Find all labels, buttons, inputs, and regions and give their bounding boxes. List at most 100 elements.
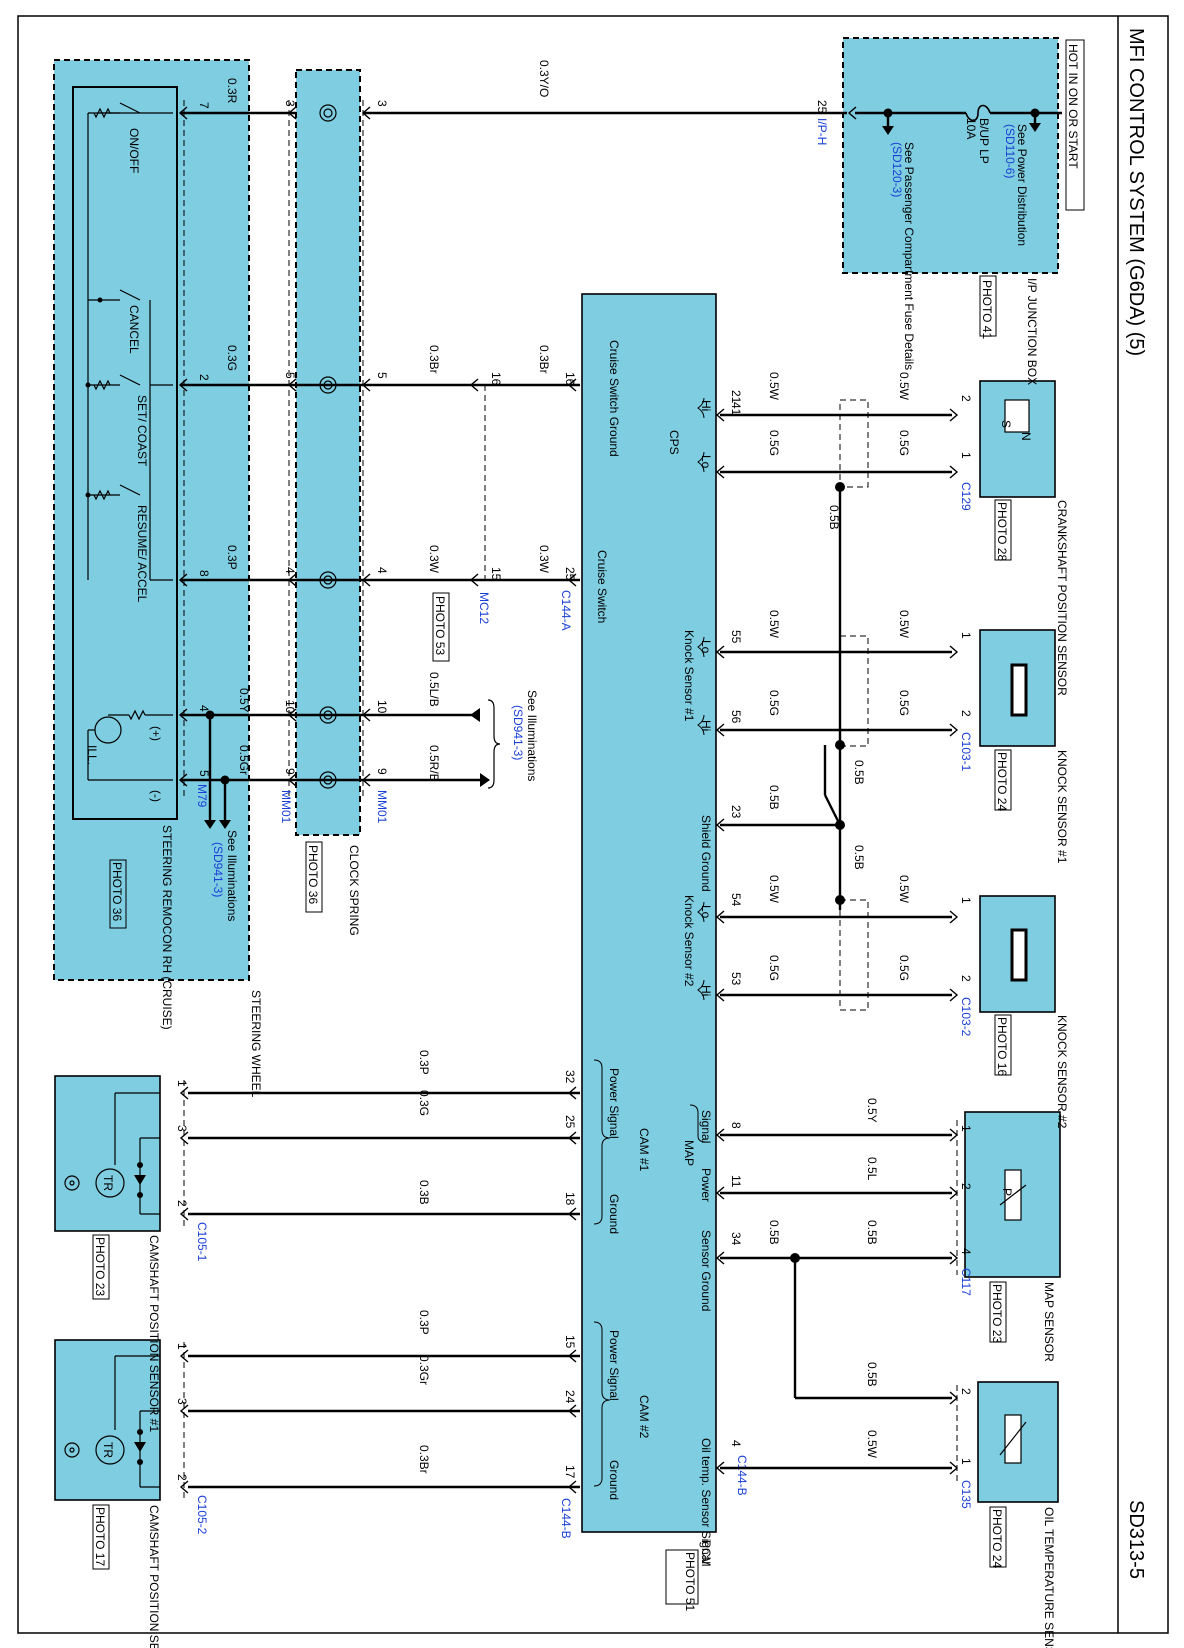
- remocon-switches: [87, 102, 173, 781]
- lbl-ks2-lo-a: 0.5W: [767, 875, 781, 904]
- oil-name: OIL TEMPERATURE SENSOR: [1042, 1507, 1056, 1648]
- crankshaft-sensor: [979, 380, 1056, 498]
- lbl-oil-b: 0.5B: [865, 1362, 879, 1387]
- cps-name: CRANKSHAFT POSITION SENSOR: [1055, 500, 1069, 696]
- pcm-cruise-switch: Cruise Switch: [595, 550, 609, 623]
- pcm-pin-56: 56: [729, 710, 743, 724]
- cps-s: S: [999, 420, 1013, 428]
- lbl-cps-hi-a: 0.5W: [767, 372, 781, 401]
- c135-connector[interactable]: C135: [959, 1480, 973, 1509]
- steering-illum-text: See Illuminations: [225, 830, 239, 921]
- cps-n: N: [1019, 432, 1033, 441]
- cs-pin-10-a: 10: [283, 700, 297, 714]
- oil-photo: PHOTO 24: [990, 1509, 1004, 1568]
- ip-h-connector[interactable]: I/P-H: [815, 118, 829, 145]
- illum-ref-link[interactable]: (SD941-3): [511, 705, 525, 760]
- pcm-pin-23: 23: [729, 805, 743, 819]
- pcm-pin-18: 18: [563, 1192, 577, 1206]
- pcm-cam2-ground: Ground: [607, 1460, 621, 1500]
- ks2-photo: PHOTO 16: [995, 1017, 1009, 1076]
- mc12-connector[interactable]: MC12: [477, 592, 491, 624]
- page-title: MFI CONTROL SYSTEM (G6DA) (5): [1125, 28, 1147, 356]
- cs-pin-9-b: 9: [375, 768, 389, 775]
- pcm-pin-34: 34: [729, 1232, 743, 1246]
- power-ref-text: See Power Distribution: [1015, 124, 1029, 246]
- cs-pin-4-a: 4: [283, 567, 297, 574]
- pcm-map-signal: Signal: [699, 1110, 713, 1143]
- pcm-sensor-ground: Sensor Ground: [699, 1230, 713, 1311]
- cps-pin-2: 2: [959, 395, 973, 402]
- clock-spring: [295, 69, 361, 836]
- c129-connector[interactable]: C129: [959, 482, 973, 511]
- map-name: MAP SENSOR: [1042, 1282, 1056, 1362]
- m79-connector[interactable]: M79: [195, 784, 209, 808]
- junction-box: [842, 37, 1059, 274]
- pcm-photo: PHOTO 51: [683, 1552, 697, 1611]
- mm01-a[interactable]: MM01: [279, 790, 293, 824]
- cam2-pin-1: 1: [175, 1343, 189, 1350]
- hot-label-box: [1065, 39, 1085, 211]
- remocon-pin-8: 8: [197, 570, 211, 577]
- lbl-map-b-pcm: 0.5B: [767, 1220, 781, 1245]
- pcm-ks2-lo: Lo: [699, 905, 713, 919]
- pcm-c144-b-right[interactable]: C144-B: [735, 1455, 749, 1496]
- fuse-name: B/UP LP: [977, 118, 991, 164]
- remocon-pin-4: 4: [197, 705, 211, 712]
- lbl-cps-hi-b: 0.5W: [897, 372, 911, 401]
- cam2-pin-2: 2: [175, 1474, 189, 1481]
- pcm-pin-54: 54: [729, 893, 743, 907]
- ip-h-pin: 25: [815, 100, 829, 114]
- ks1-pin-1: 1: [959, 632, 973, 639]
- pcm-cps-hi: Hi: [699, 400, 713, 411]
- steering-illum-link[interactable]: (SD941-3): [211, 842, 225, 897]
- lbl-cam2-03p: 0.3P: [417, 1310, 431, 1335]
- pcm-oil-temp: Oil temp. Sensor Signal: [699, 1438, 713, 1564]
- passenger-ref-link[interactable]: (SD120-3): [890, 142, 904, 197]
- lbl-cam2-03gr: 0.3Gr: [417, 1355, 431, 1385]
- remocon-name: STEERING REMOCON RH (CRUISE): [160, 825, 174, 1030]
- lbl-ks1-lo-a: 0.5W: [767, 610, 781, 639]
- steering-wheel-box: [53, 59, 250, 981]
- cam-sensor-1: [54, 1075, 161, 1232]
- c105-2-connector[interactable]: C105-2: [195, 1495, 209, 1535]
- pcm-cruise-ground: Cruise Switch Ground: [607, 340, 621, 457]
- cs-pin-5-a: 5: [283, 372, 297, 379]
- steering-wheel-name: STEERING WHEEL: [249, 990, 263, 1098]
- mc12-pin-15: 15: [489, 567, 503, 581]
- c103-1-connector[interactable]: C103-1: [959, 732, 973, 772]
- pcm-pin-4: 4: [729, 1440, 743, 1447]
- lbl-map-y: 0.5Y: [865, 1098, 879, 1123]
- cam1-pin-3: 3: [175, 1125, 189, 1132]
- lbl-ks2-lo-b: 0.5W: [897, 875, 911, 904]
- lbl-05rb: 0.5R/B: [427, 745, 441, 782]
- mm01-b[interactable]: MM01: [375, 790, 389, 824]
- cam1-circuit: [64, 1092, 160, 1215]
- cam2-tr: TR: [101, 1442, 115, 1458]
- steering-remocon: [72, 86, 178, 820]
- junction-box-photo-frame: [979, 275, 997, 337]
- power-ref-link[interactable]: (SD110-6): [1003, 124, 1017, 178]
- c117-connector[interactable]: C117: [959, 1268, 973, 1296]
- clock-spring-photo: PHOTO 36: [306, 845, 320, 904]
- ks1-photo: PHOTO 24: [995, 752, 1009, 811]
- cam1-tr: TR: [101, 1175, 115, 1191]
- map-pin-2: 2: [959, 1183, 973, 1190]
- fuse-symbol: [965, 104, 991, 122]
- cam1-pin-2: 2: [175, 1200, 189, 1207]
- pcm-pin-21: 21: [729, 390, 743, 404]
- cam1-pin-1: 1: [175, 1080, 189, 1087]
- cam2-name: CAMSHAFT POSITION SENSOR #2: [147, 1505, 161, 1648]
- pcm-c144-a[interactable]: C144-A: [559, 590, 573, 631]
- pcm-cam1-power-signal: Power Signal: [607, 1068, 621, 1139]
- c103-2-connector[interactable]: C103-2: [959, 997, 973, 1037]
- lbl-ks1-hi-a: 0.5G: [767, 690, 781, 716]
- remocon-pin-2: 2: [197, 374, 211, 381]
- pcm-knock2: Knock Sensor #2: [682, 895, 696, 987]
- page-border: [17, 15, 1169, 1634]
- lbl-cam1-03g: 0.3G: [417, 1090, 431, 1116]
- pcm-c144-b-left[interactable]: C144-B: [559, 1498, 573, 1539]
- lbl-cam1-03b: 0.3B: [417, 1180, 431, 1205]
- pcm-pin-11: 11: [729, 1175, 743, 1188]
- pcm-cam1-ground: Ground: [607, 1194, 621, 1234]
- c105-1-connector[interactable]: C105-1: [195, 1222, 209, 1262]
